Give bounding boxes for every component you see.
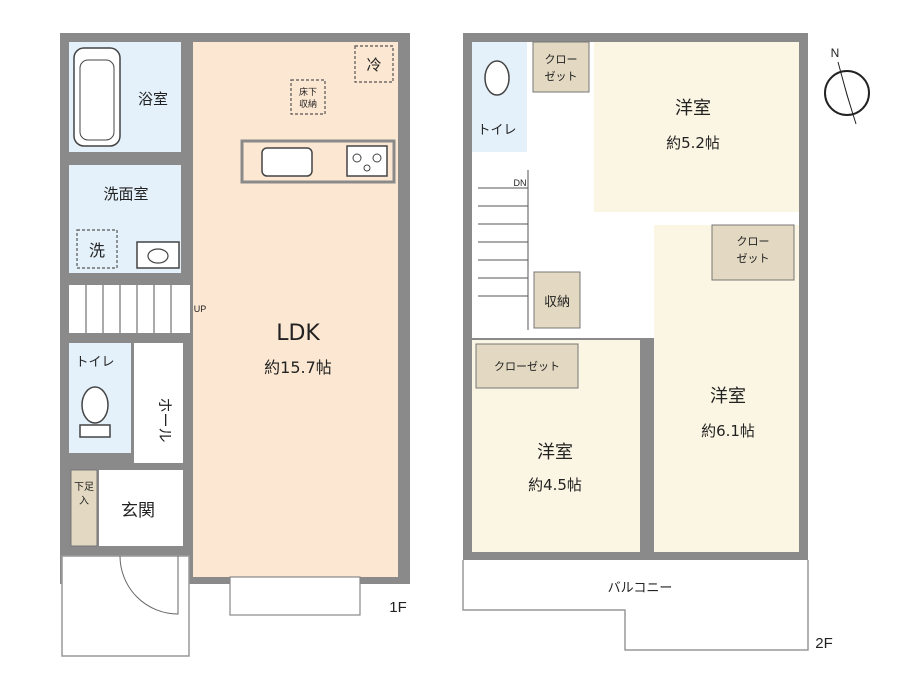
stair-treads — [85, 285, 172, 333]
ldk-size: 約15.7帖 — [264, 358, 332, 377]
compass-north-label: N — [831, 46, 840, 60]
closet-mid-label: クローゼット — [494, 360, 560, 373]
entrance-label: 玄関 — [121, 501, 155, 521]
compass-needle-tail-icon — [837, 61, 857, 125]
stove-burner — [372, 153, 382, 163]
washing-machine-label: 洗 — [89, 241, 105, 260]
closet-top-label-2: ゼット — [545, 70, 578, 83]
underfloor-label-2: 収納 — [299, 98, 317, 110]
bathtub-inner — [79, 59, 115, 141]
western-c-label: 洋室 — [710, 386, 746, 407]
hall-room — [134, 343, 183, 463]
stairs-up-label: UP — [194, 304, 207, 314]
stairs-1f — [69, 285, 190, 333]
toilet-bowl — [81, 386, 109, 424]
toilet-2f-bowl — [484, 60, 510, 96]
stairs-down-label: DN — [514, 178, 527, 188]
washing-machine-box — [76, 229, 118, 269]
closet-mid — [475, 343, 579, 389]
floor-1-label: 1F — [389, 599, 407, 616]
storage — [533, 271, 581, 329]
bathtub — [73, 47, 121, 147]
ldk-window — [229, 576, 361, 616]
closet-top — [532, 41, 590, 93]
western-room-a — [594, 42, 799, 212]
floor-2-label: 2F — [815, 635, 833, 652]
storage-label: 収納 — [544, 295, 570, 310]
hall-label: ホール — [156, 397, 174, 442]
western-c-size: 約6.1帖 — [701, 422, 755, 440]
entrance-porch — [61, 555, 190, 657]
ldk-room — [193, 42, 398, 577]
western-a-size: 約5.2帖 — [666, 134, 720, 152]
floor-2: トイレ クロー ゼット 洋室 約5.2帖 DN 収納 クロー ゼット — [462, 33, 833, 652]
entrance-door-swing — [119, 555, 179, 615]
wash-basin — [136, 241, 180, 269]
shoebox — [70, 469, 98, 547]
underfloor-storage-box — [290, 79, 326, 115]
fridge-label: 冷 — [366, 56, 381, 74]
washroom-label: 洗面室 — [103, 185, 148, 203]
basin-bowl — [147, 248, 169, 264]
entrance-room — [99, 470, 183, 546]
bath-label: 浴室 — [138, 90, 168, 108]
closet-right-label-2-top: ゼット — [737, 252, 770, 265]
balcony-outline — [462, 560, 809, 651]
floor-1: 冷 床下 収納 LDK 約15.7帖 浴室 洗面室 洗 UP — [60, 33, 410, 657]
toilet-1f-label: トイレ — [75, 355, 114, 370]
ldk-label: LDK — [276, 321, 320, 346]
shoebox-label-1: 下足 — [74, 481, 94, 493]
stove-burner — [352, 153, 362, 163]
shoebox-label-2: 入 — [79, 496, 89, 507]
stove-burner — [363, 164, 371, 172]
fridge-box — [354, 45, 394, 83]
toilet-2f-label: トイレ — [477, 123, 516, 138]
western-a-label: 洋室 — [675, 98, 711, 119]
toilet-2f-room — [472, 42, 527, 152]
toilet-tank — [79, 424, 111, 438]
balcony-label: バルコニー — [608, 581, 673, 596]
closet-top-label-1: クロー — [545, 53, 578, 66]
closet-right-overlay — [711, 224, 795, 281]
western-b-label: 洋室 — [537, 442, 573, 463]
underfloor-label-1: 床下 — [299, 86, 317, 98]
compass: N — [824, 46, 870, 125]
compass-ring — [824, 70, 870, 116]
stairs-2f — [478, 170, 529, 330]
western-b-size: 約4.5帖 — [528, 476, 582, 494]
closet-right-label-1-top: クロー — [737, 235, 770, 248]
kitchen-sink — [261, 147, 313, 177]
